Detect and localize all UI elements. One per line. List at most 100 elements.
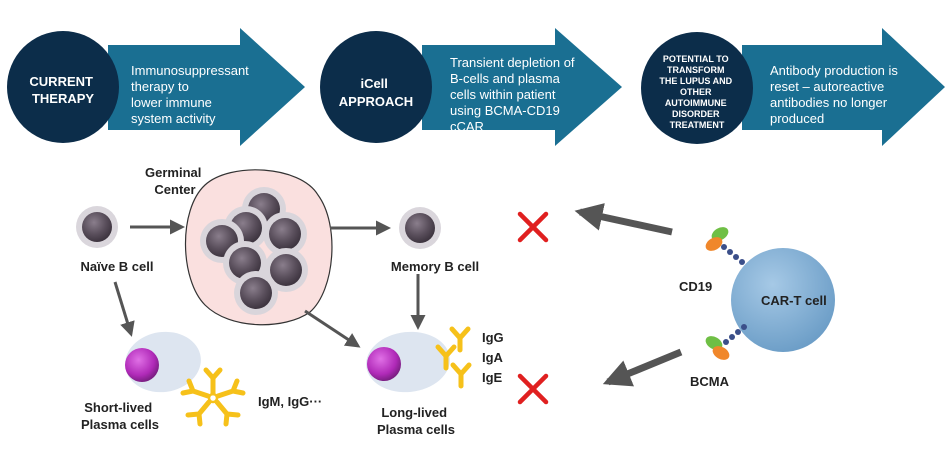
- circle-line: APPROACH: [339, 94, 413, 109]
- arrow-line: lower immune: [131, 95, 212, 110]
- stage-circle-label: iCell APPROACH: [339, 76, 413, 109]
- short-lived-antibodies-label: IgM, IgG···: [258, 394, 322, 409]
- arrow-line: Immunosuppressant: [131, 63, 249, 78]
- arrow-line: Antibody production is: [770, 63, 898, 78]
- naive-b-cell: [76, 206, 118, 248]
- linker-bead: [739, 259, 745, 265]
- arrow-cart-to-long-lived: [602, 348, 683, 387]
- circle-line: THE LUPUS AND: [659, 76, 732, 86]
- circle-line: AUTOIMMUNE: [665, 98, 727, 108]
- car-t-cell: [731, 248, 835, 352]
- stage-arrow: [108, 28, 305, 146]
- short-lived-plasma-cell: [125, 331, 201, 393]
- arrow-line: using BCMA-CD19: [450, 103, 560, 118]
- scfv-domain: [712, 346, 730, 360]
- label-line: Plasma cells: [377, 422, 455, 437]
- circle-line: OTHER: [680, 87, 712, 97]
- bcma-label: BCMA: [690, 374, 730, 389]
- stage-circle-label: CURRENT THERAPY: [29, 74, 96, 106]
- stage-arrow: [422, 28, 622, 146]
- germinal-center-label: Germinal Center: [145, 165, 205, 197]
- germinal-center-cells: [200, 187, 308, 315]
- plasma-nucleus: [367, 347, 401, 381]
- long-lived-label: Long-lived Plasma cells: [377, 405, 455, 437]
- stage-arrow: [742, 28, 945, 146]
- arrow-line: system activity: [131, 111, 216, 126]
- arrow-line: B-cells and plasma: [450, 71, 561, 86]
- linker-bead: [729, 334, 735, 340]
- arrow-line: reset – autoreactive: [770, 79, 884, 94]
- bcma-receptor-icon: [705, 324, 747, 360]
- arrow-line: cCAR: [450, 119, 484, 134]
- igm-pentamer-icon: [180, 367, 246, 427]
- arrow-cart-to-memory: [574, 203, 673, 236]
- circle-line: DISORDER: [672, 109, 720, 119]
- circle-line: CURRENT: [29, 74, 93, 89]
- stage-arrow-text: Immunosuppressant therapy to lower immun…: [131, 63, 252, 126]
- short-lived-label: Short-lived Plasma cells: [81, 400, 159, 432]
- igm-arm: [180, 378, 211, 399]
- arrow-line: therapy to: [131, 79, 189, 94]
- arrow-naive-to-short-lived: [113, 281, 135, 337]
- circle-line: THERAPY: [32, 91, 94, 106]
- linker-bead: [723, 339, 729, 345]
- linker-bead: [741, 324, 747, 330]
- car-t-targeting-arrows: [574, 203, 683, 387]
- scfv-domain: [705, 237, 723, 251]
- linker-bead: [733, 254, 739, 260]
- b-cell: [240, 277, 272, 309]
- label-line: IgA: [482, 350, 504, 365]
- stage-icell-approach: iCell APPROACH Transient depletion of B-…: [320, 28, 622, 146]
- igm-arm: [215, 378, 246, 399]
- car-t-cell-label: CAR-T cell: [761, 293, 827, 308]
- stage-current-therapy: CURRENT THERAPY Immunosuppressant therap…: [7, 28, 305, 146]
- memory-b-cell-label: Memory B cell: [391, 259, 479, 274]
- stage-circle-label: POTENTIAL TO TRANSFORM THE LUPUS AND OTH…: [659, 54, 734, 130]
- label-line: Short-lived: [84, 400, 152, 415]
- label-line: Center: [154, 182, 195, 197]
- arrow-germinal-to-long-lived: [304, 309, 361, 348]
- arrow-line: antibodies no longer: [770, 95, 888, 110]
- igm-arm: [185, 399, 212, 427]
- naive-b-cell-label: Naïve B cell: [81, 259, 154, 274]
- label-line: Plasma cells: [81, 417, 159, 432]
- cd19-label: CD19: [679, 279, 712, 294]
- linker-bead: [721, 244, 727, 250]
- circle-line: iCell: [360, 76, 387, 91]
- igm-arm: [203, 367, 223, 396]
- label-line: Germinal: [145, 165, 201, 180]
- label-line: IgG: [482, 330, 504, 345]
- circle-line: POTENTIAL TO: [663, 54, 729, 64]
- antibody-y-icon: [449, 326, 471, 353]
- arrow-line: Transient depletion of: [450, 55, 575, 70]
- linker-bead: [735, 329, 741, 335]
- antibody-y-icons: [435, 326, 472, 389]
- linker-bead: [727, 249, 733, 255]
- stage-arrow-text: Transient depletion of B-cells and plasm…: [450, 55, 578, 134]
- label-line: Long-lived: [381, 405, 447, 420]
- b-cell: [229, 247, 261, 279]
- b-cell: [270, 254, 302, 286]
- circle-line: TRANSFORM: [667, 65, 725, 75]
- arrow-line: produced: [770, 111, 824, 126]
- antibody-y-icon: [435, 344, 457, 371]
- long-lived-plasma-cell: [366, 331, 450, 393]
- stage-circle: [7, 31, 119, 143]
- stage-arrow-text: Antibody production is reset – autoreact…: [770, 63, 902, 126]
- stage-circle: [641, 32, 753, 144]
- flow-arrows: [113, 219, 426, 348]
- car-t-body: [731, 248, 835, 352]
- x-stroke: [517, 373, 549, 405]
- label-line: IgE: [482, 370, 503, 385]
- b-cell: [405, 213, 435, 243]
- blocked-plasma-x-icon: [517, 373, 549, 405]
- b-cell: [82, 212, 112, 242]
- long-lived-antibodies-label: IgG IgA IgE: [482, 330, 507, 385]
- memory-b-cell: [399, 207, 441, 249]
- circle-line: TREATMENT: [670, 120, 725, 130]
- antibody-y-icon: [450, 362, 472, 389]
- arrow-line: cells within patient: [450, 87, 556, 102]
- x-stroke: [517, 211, 549, 243]
